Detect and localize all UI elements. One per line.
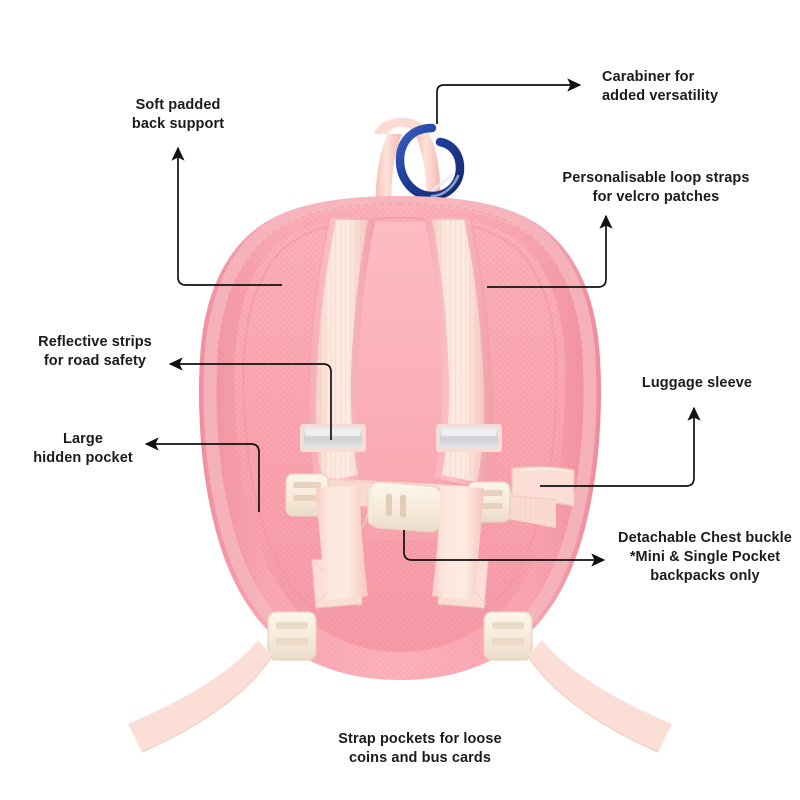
strap-lower-right (432, 486, 484, 600)
shoulder-strap-right (424, 217, 493, 489)
leader-carabiner (436, 78, 582, 124)
reflective-strip-right (436, 424, 502, 452)
leader-reflective (168, 357, 332, 440)
carabiner (395, 123, 465, 201)
ladder-buckle-left (267, 611, 317, 661)
leader-back-support (171, 146, 282, 286)
shoulder-strap-left (307, 217, 376, 489)
strap-tail-left (128, 640, 273, 753)
leader-luggage-sleeve (540, 406, 701, 487)
ladder-buckle-right (483, 611, 533, 661)
leader-loop-straps (487, 214, 613, 288)
strap-lower-left (316, 486, 368, 600)
reflective-strip-left (300, 424, 366, 452)
leader-hidden-pocket (144, 437, 260, 512)
chest-buckle (359, 481, 443, 533)
leader-chest-buckle (403, 530, 606, 567)
strap-tail-right (527, 640, 672, 753)
